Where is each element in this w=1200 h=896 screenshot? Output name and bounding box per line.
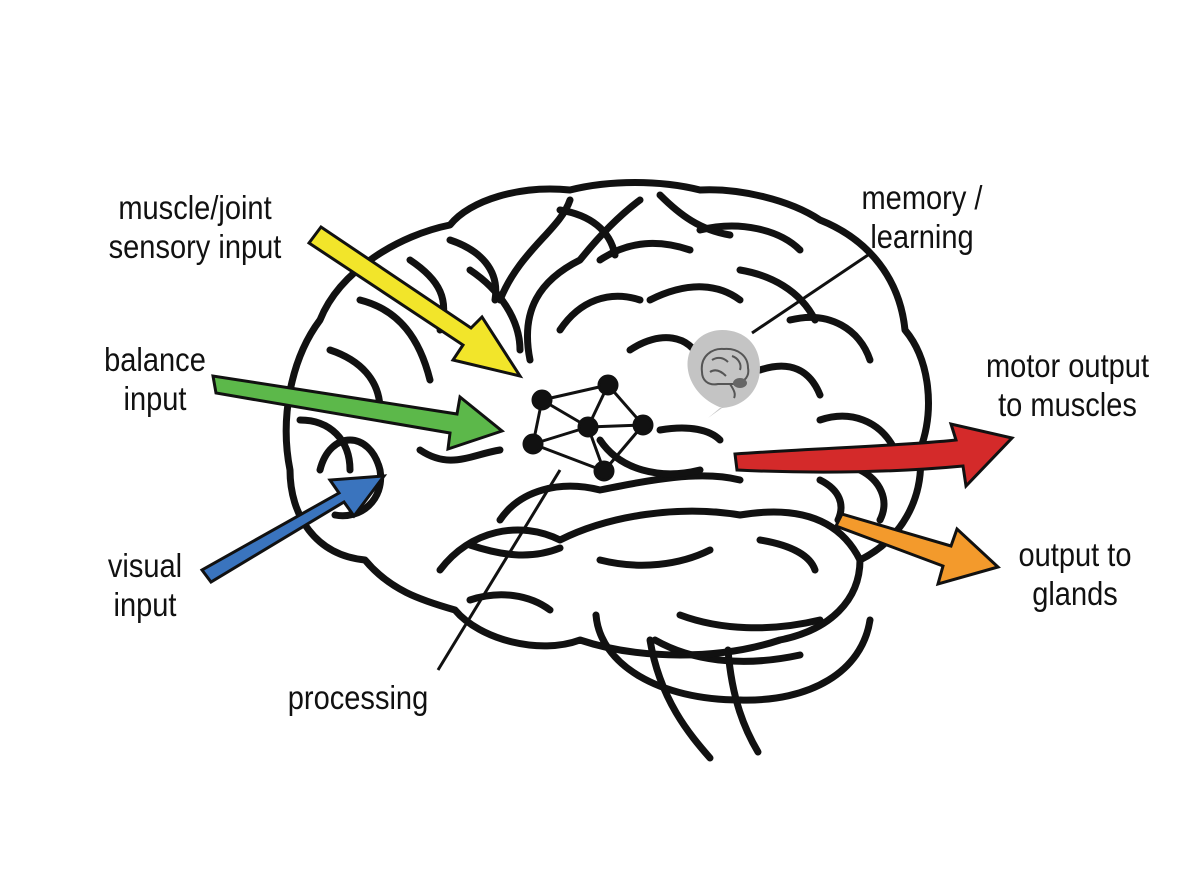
brain-outline-icon (282, 179, 932, 659)
label-glands: output to glands (1018, 536, 1132, 612)
balance-arrow (211, 374, 506, 452)
visual-arrow (199, 474, 388, 584)
memory-brain-icon (687, 330, 760, 418)
memory-pointer-line (751, 253, 869, 335)
label-memory: memory / learning (861, 179, 983, 255)
glands-arrow (833, 512, 1001, 587)
label-motor: motor output to muscles (985, 347, 1150, 423)
label-visual: visual input (107, 547, 183, 623)
label-balance: balance input (104, 341, 206, 417)
motor-arrow (733, 421, 1015, 490)
brain-stem (646, 636, 714, 762)
cerebellum (592, 611, 874, 704)
neural-network-icon (522, 374, 654, 482)
label-processing: processing (287, 679, 429, 716)
processing-pointer-line (436, 469, 562, 671)
brain-stem-inner (724, 646, 762, 756)
label-muscle-joint: muscle/joint sensory input (108, 189, 282, 265)
muscle-joint-arrow (306, 224, 524, 379)
